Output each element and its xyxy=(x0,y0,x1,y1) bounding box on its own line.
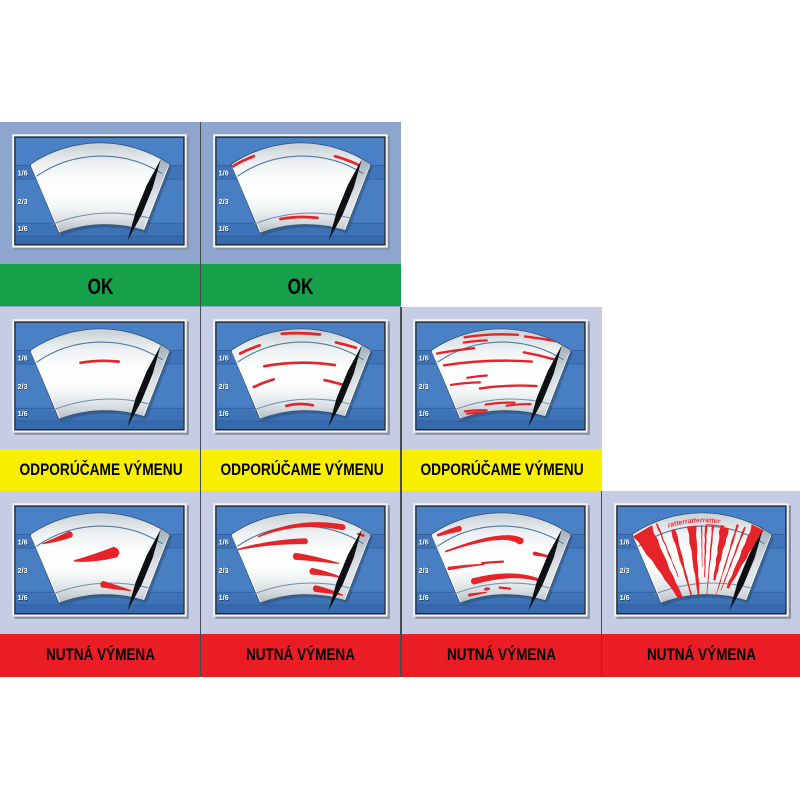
svg-text:1/6: 1/6 xyxy=(620,538,630,547)
svg-text:1/6: 1/6 xyxy=(419,353,429,362)
svg-text:1/6: 1/6 xyxy=(619,593,629,602)
svg-text:1/6: 1/6 xyxy=(18,169,28,178)
svg-text:2/3: 2/3 xyxy=(619,566,629,575)
svg-text:1/6: 1/6 xyxy=(219,354,229,363)
svg-text:1/6: 1/6 xyxy=(419,538,429,547)
svg-text:2/3: 2/3 xyxy=(219,382,229,391)
svg-text:2/3: 2/3 xyxy=(18,197,28,206)
svg-text:1/6: 1/6 xyxy=(18,353,28,362)
svg-text:1/6: 1/6 xyxy=(419,538,429,547)
svg-text:1/6: 1/6 xyxy=(219,594,229,603)
svg-text:2/3: 2/3 xyxy=(219,567,229,576)
svg-text:1/6: 1/6 xyxy=(18,538,28,547)
svg-text:1/6: 1/6 xyxy=(419,409,429,418)
svg-text:2/3: 2/3 xyxy=(419,382,429,391)
svg-text:1/6: 1/6 xyxy=(18,538,28,547)
svg-text:1/6: 1/6 xyxy=(219,225,229,234)
svg-text:1/6: 1/6 xyxy=(18,225,28,234)
svg-text:2/3: 2/3 xyxy=(218,566,228,575)
svg-text:1/6: 1/6 xyxy=(218,409,228,418)
svg-text:2/3: 2/3 xyxy=(218,381,228,390)
svg-text:1/6: 1/6 xyxy=(419,593,429,602)
svg-text:1/6: 1/6 xyxy=(218,593,228,602)
svg-text:1/6: 1/6 xyxy=(219,169,229,178)
svg-text:2/3: 2/3 xyxy=(620,567,630,576)
svg-text:1/6: 1/6 xyxy=(218,169,228,178)
svg-text:2/3: 2/3 xyxy=(419,566,429,575)
svg-text:1/6: 1/6 xyxy=(419,354,429,363)
svg-text:1/6: 1/6 xyxy=(218,224,228,233)
svg-text:1/6: 1/6 xyxy=(219,538,229,547)
svg-text:1/6: 1/6 xyxy=(218,538,228,547)
svg-text:2/3: 2/3 xyxy=(18,567,28,576)
svg-text:1/6: 1/6 xyxy=(18,593,28,602)
svg-text:2/3: 2/3 xyxy=(18,198,28,207)
svg-text:2/3: 2/3 xyxy=(18,381,28,390)
svg-text:2/3: 2/3 xyxy=(419,381,429,390)
svg-text:1/6: 1/6 xyxy=(18,409,28,418)
svg-text:2/3: 2/3 xyxy=(419,567,429,576)
svg-text:2/3: 2/3 xyxy=(18,566,28,575)
svg-text:1/6: 1/6 xyxy=(18,354,28,363)
svg-text:1/6: 1/6 xyxy=(619,538,629,547)
svg-text:1/6: 1/6 xyxy=(218,353,228,362)
svg-text:1/6: 1/6 xyxy=(219,409,229,418)
svg-text:2/3: 2/3 xyxy=(219,198,229,207)
svg-text:2/3: 2/3 xyxy=(218,197,228,206)
svg-text:1/6: 1/6 xyxy=(419,594,429,603)
svg-text:1/6: 1/6 xyxy=(419,409,429,418)
svg-text:1/6: 1/6 xyxy=(18,224,28,233)
svg-text:1/6: 1/6 xyxy=(18,409,28,418)
svg-text:2/3: 2/3 xyxy=(18,382,28,391)
svg-text:1/6: 1/6 xyxy=(18,169,28,178)
svg-text:1/6: 1/6 xyxy=(620,594,630,603)
svg-text:1/6: 1/6 xyxy=(18,594,28,603)
